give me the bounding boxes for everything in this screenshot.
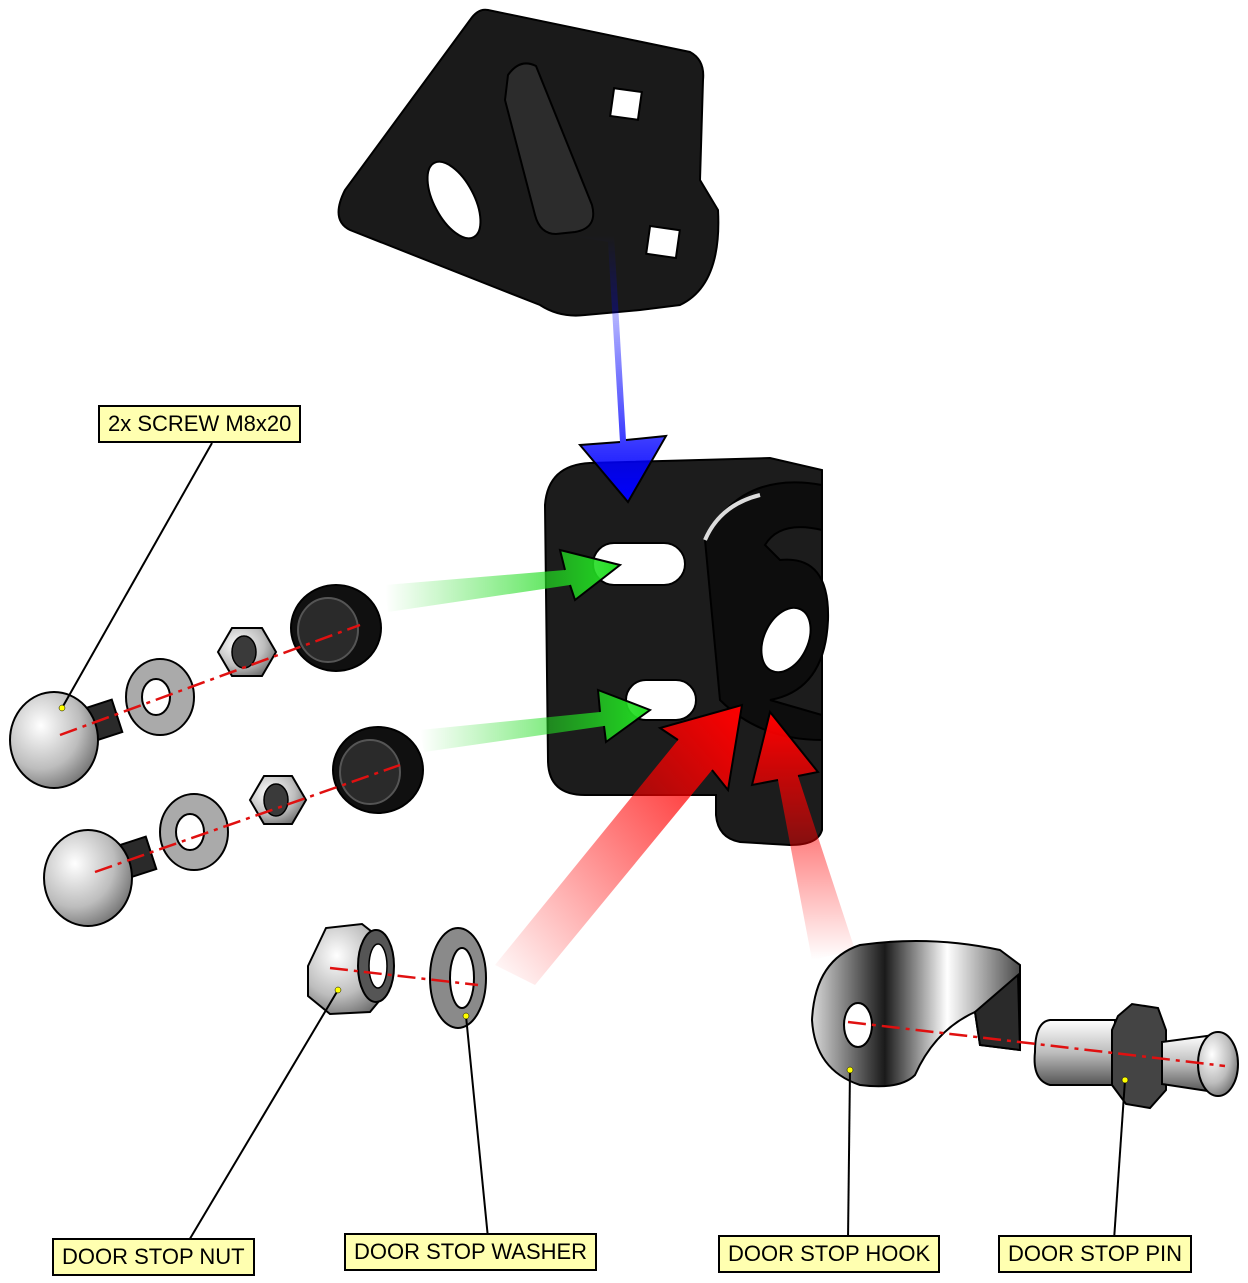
leader-nut: [187, 989, 339, 1243]
blue-arrow-plate-to-bracket: [566, 235, 668, 504]
door-stop-washer: [429, 927, 487, 1029]
leader-washer: [465, 1015, 489, 1239]
hook-pin-axis: [847, 1020, 1226, 1068]
leader-dots: [58, 704, 1129, 1084]
label-door-stop-washer: DOOR STOP WASHER: [344, 1233, 598, 1271]
top-mounting-plate: [337, 8, 720, 317]
lower-screw-axis: [94, 763, 401, 874]
label-door-stop-pin: DOOR STOP PIN: [998, 1235, 1193, 1273]
leader-hook: [847, 1069, 851, 1241]
assembly-arrows: [385, 235, 855, 985]
red-arrow-nut-washer: [495, 703, 744, 985]
green-arrow-upper-screw: [385, 548, 623, 612]
lower-screw: [43, 829, 158, 927]
center-axes: [59, 623, 1226, 1068]
label-door-stop-nut: DOOR STOP NUT: [52, 1238, 255, 1276]
upper-washer: [125, 658, 195, 736]
red-arrow-hook: [750, 709, 855, 960]
green-arrow-lower-screw: [420, 688, 653, 752]
upper-nut: [216, 627, 278, 677]
lower-washer: [159, 793, 229, 871]
nut-washer-axis: [329, 966, 479, 987]
lower-screw-stack: [43, 726, 424, 927]
lower-spacer: [332, 726, 424, 814]
leader-screw: [61, 442, 213, 709]
leader-lines: [61, 442, 1126, 1243]
upper-screw: [9, 691, 124, 789]
leader-pin: [1113, 1079, 1126, 1241]
door-stop-hook: [810, 940, 1022, 1088]
label-screw: 2x SCREW M8x20: [98, 405, 302, 443]
door-stop-pin: [1033, 1002, 1239, 1110]
upper-screw-stack: [9, 584, 382, 789]
main-bracket: [543, 456, 830, 847]
door-stop-nut: [307, 922, 395, 1016]
upper-spacer: [290, 584, 382, 672]
label-door-stop-hook: DOOR STOP HOOK: [718, 1235, 941, 1273]
